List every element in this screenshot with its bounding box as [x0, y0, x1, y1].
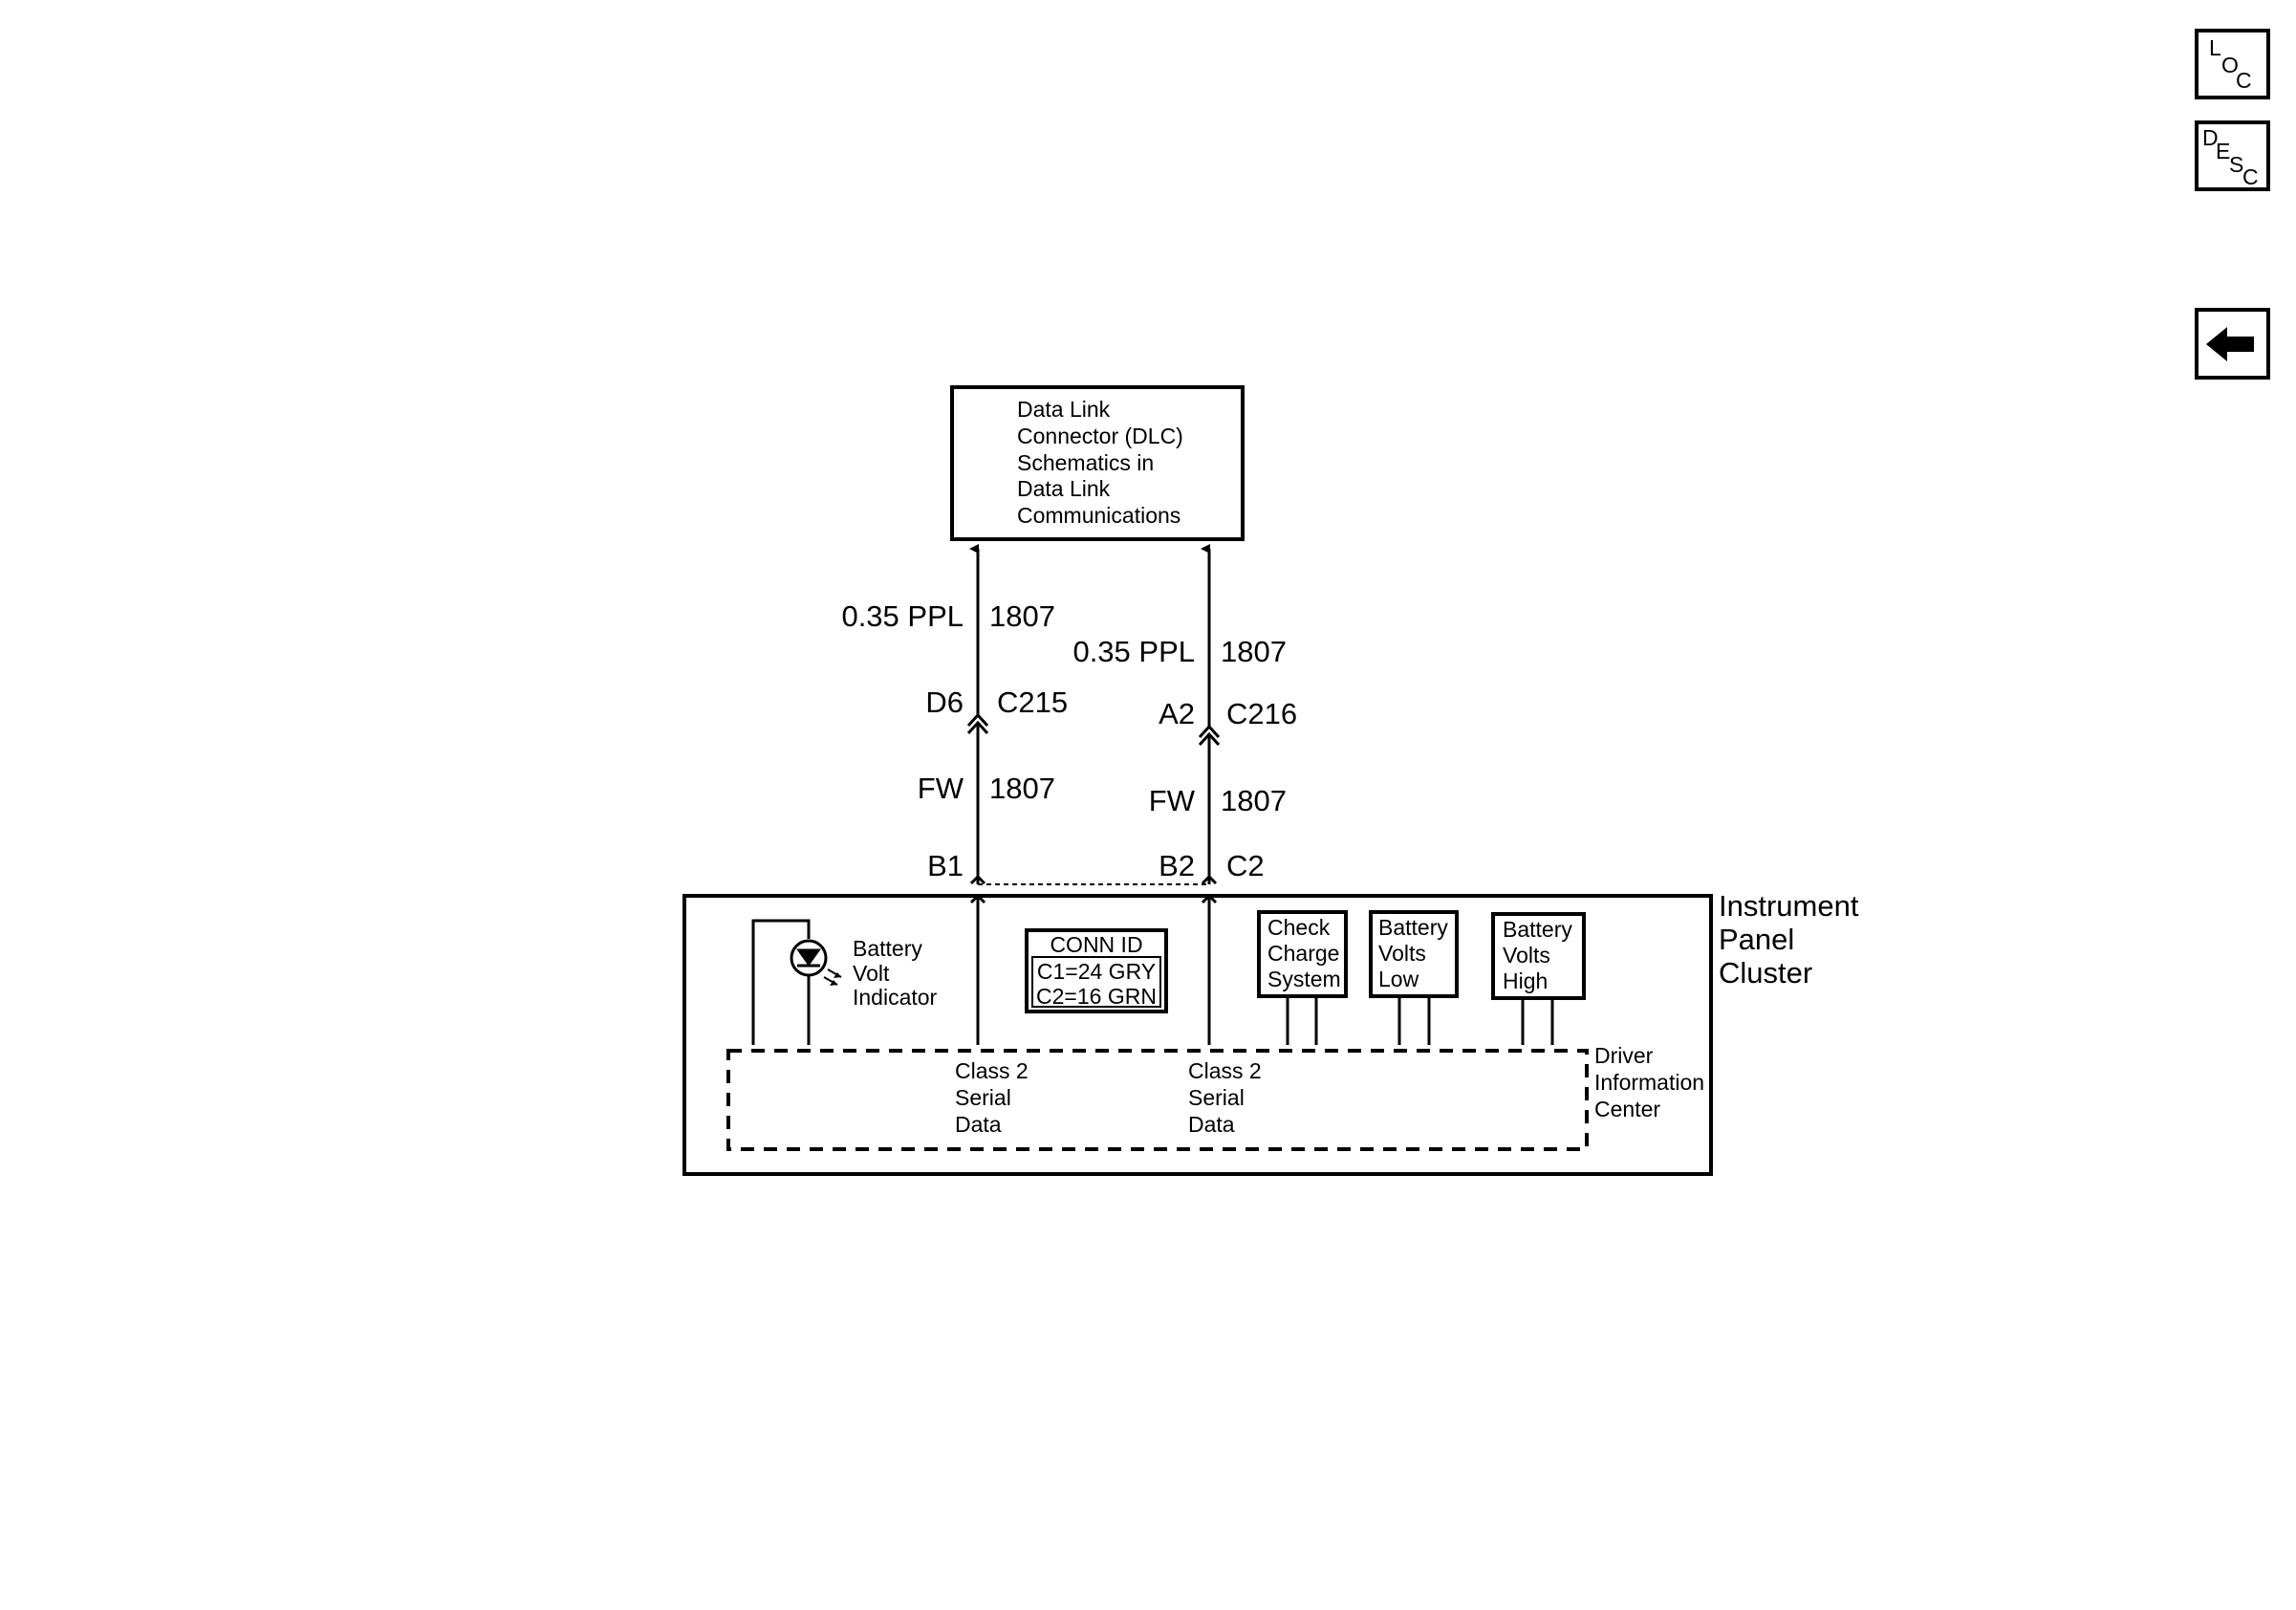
- serial-data-left-line: Data: [955, 1112, 1002, 1137]
- left-connector-id: C215: [997, 685, 1068, 719]
- conn-id-box: CONN ID C1=24 GRY C2=16 GRN: [1025, 928, 1168, 1013]
- cluster-title-line: Instrument: [1719, 889, 1859, 923]
- left-wire-size-color: 0.35 PPL: [841, 599, 964, 633]
- battery-volts-low-message: Battery Volts Low: [1369, 910, 1459, 1045]
- right-circuit-number: 1807: [1221, 635, 1287, 668]
- dic-label-line: Center: [1594, 1097, 1660, 1121]
- desc-letter-2: E: [2216, 139, 2230, 163]
- cluster-title-line: Cluster: [1719, 956, 1812, 990]
- dlc-line: Schematics in: [1017, 450, 1154, 475]
- instrument-panel-cluster: [682, 894, 1713, 1176]
- message-line: Check: [1267, 915, 1331, 940]
- desc-button[interactable]: D E S C: [2195, 120, 2270, 191]
- loc-letter-3: C: [2236, 68, 2252, 93]
- dic-label-line: Information: [1594, 1070, 1704, 1095]
- message-line: Volts: [1503, 943, 1550, 968]
- right-circuit-wire: [1198, 544, 1221, 885]
- left-circuit-number: 1807: [989, 599, 1055, 633]
- dic-label-line: Driver: [1594, 1043, 1654, 1068]
- arrow-left-icon: [2206, 327, 2254, 361]
- message-line: System: [1267, 967, 1341, 991]
- right-wire-size-color: 0.35 PPL: [1072, 635, 1195, 668]
- serial-data-lines: [969, 893, 1218, 1045]
- right-connector-pin: A2: [1159, 697, 1195, 730]
- message-line: Low: [1378, 967, 1419, 991]
- left-cluster-pin: B1: [927, 849, 964, 882]
- dlc-line: Data Link: [1017, 397, 1111, 422]
- left-lower-wire-color: FW: [918, 772, 964, 805]
- loc-letter-2: O: [2221, 53, 2239, 77]
- back-button[interactable]: [2195, 308, 2270, 380]
- driver-information-center: [726, 1049, 1589, 1151]
- desc-letter-3: S: [2229, 152, 2243, 177]
- indicator-label-line: Volt: [853, 961, 890, 986]
- serial-data-right-line: Class 2: [1188, 1058, 1262, 1083]
- check-charge-system-message: Check Charge System: [1257, 910, 1348, 1045]
- serial-data-left-line: Class 2: [955, 1058, 1029, 1083]
- indicator-label-line: Battery: [853, 936, 922, 961]
- message-line: High: [1503, 968, 1548, 993]
- battery-volt-indicator: [751, 919, 842, 1045]
- cluster-title-line: Panel: [1719, 923, 1794, 956]
- dlc-box: Data Link Connector (DLC) Schematics in …: [950, 385, 1245, 541]
- indicator-label-line: Indicator: [853, 985, 938, 1010]
- loc-button[interactable]: L O C: [2195, 29, 2270, 99]
- message-line: Battery: [1503, 917, 1572, 942]
- desc-letter-4: C: [2242, 164, 2259, 189]
- message-line: Volts: [1378, 941, 1426, 966]
- conn-id-title: CONN ID: [1050, 932, 1142, 957]
- message-line: Charge: [1267, 941, 1339, 966]
- battery-volts-high-message: Battery Volts High: [1491, 912, 1586, 1045]
- right-cluster-pin: B2: [1159, 849, 1195, 882]
- serial-data-right-line: Data: [1188, 1112, 1235, 1137]
- dlc-line: Data Link: [1017, 476, 1111, 501]
- conn-id-row: C2=16 GRN: [1036, 984, 1157, 1009]
- right-lower-circuit-number: 1807: [1221, 784, 1287, 817]
- right-connector-id: C216: [1226, 697, 1297, 730]
- conn-id-row: C1=24 GRY: [1037, 959, 1156, 984]
- serial-data-left-line: Serial: [955, 1085, 1011, 1110]
- message-line: Battery: [1378, 915, 1448, 940]
- desc-letter-1: D: [2202, 125, 2219, 150]
- right-lower-wire-color: FW: [1149, 784, 1196, 817]
- left-connector-pin: D6: [925, 685, 964, 719]
- serial-data-right-line: Serial: [1188, 1085, 1245, 1110]
- dlc-line: Communications: [1017, 503, 1180, 528]
- dlc-line: Connector (DLC): [1017, 424, 1183, 448]
- loc-letter-1: L: [2209, 35, 2221, 60]
- right-cluster-connector: C2: [1226, 849, 1265, 882]
- left-circuit-wire: [966, 544, 989, 885]
- left-lower-circuit-number: 1807: [989, 772, 1055, 805]
